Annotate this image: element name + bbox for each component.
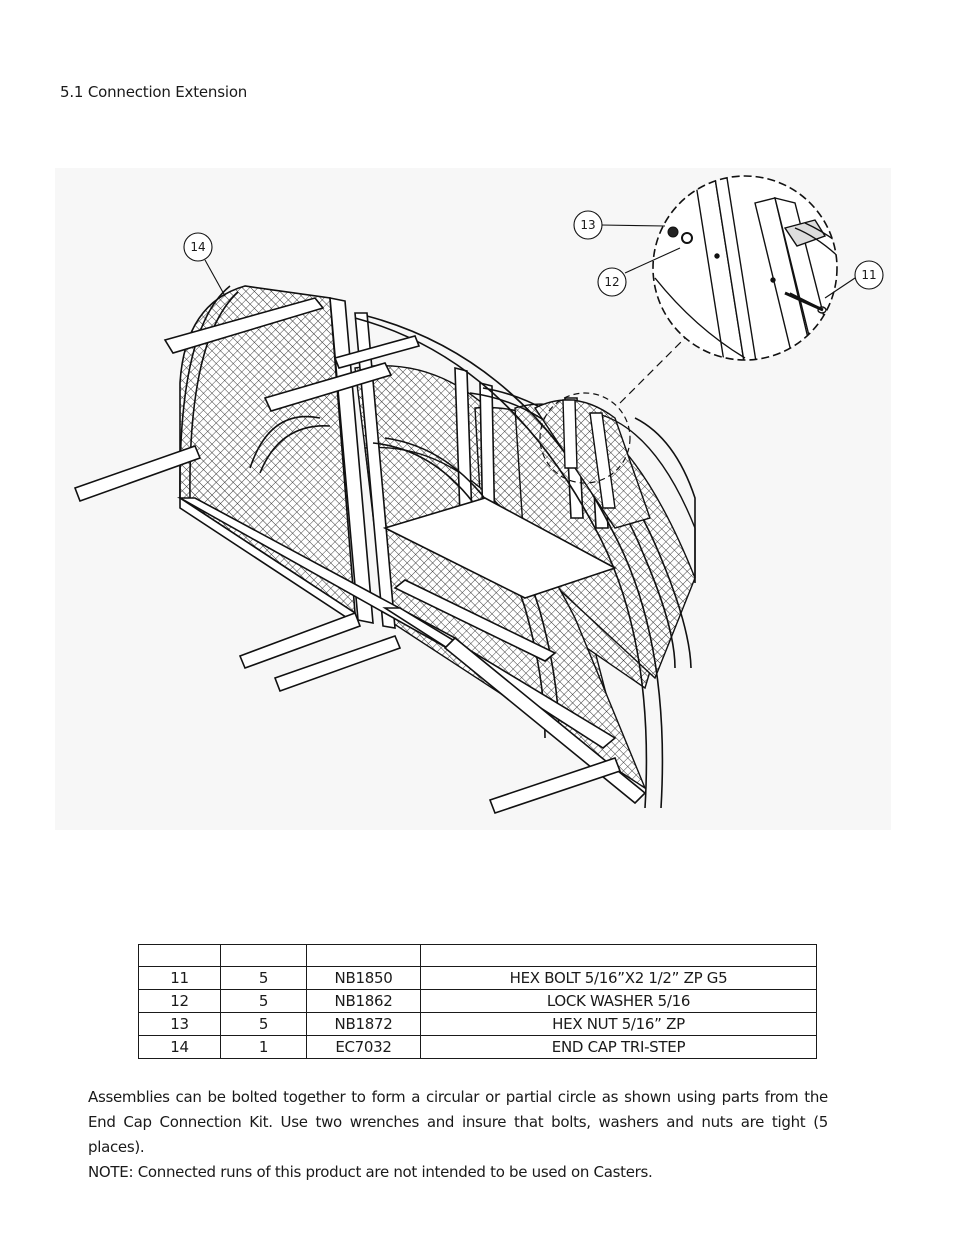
svg-text:14: 14 bbox=[190, 240, 205, 254]
parts-table: 11 5 NB1850 HEX BOLT 5/16”X2 1/2” ZP G5 … bbox=[138, 944, 817, 1059]
part-number-cell: NB1872 bbox=[306, 1012, 421, 1036]
detail-leader-line bbox=[619, 337, 686, 404]
note-paragraph: NOTE: Connected runs of this product are… bbox=[88, 1163, 653, 1181]
item-number-cell: 14 bbox=[138, 1035, 221, 1059]
callout-14: 14 bbox=[183, 232, 213, 262]
description-cell: END CAP TRI-STEP bbox=[420, 1035, 817, 1059]
item-number-cell: 13 bbox=[138, 1012, 221, 1036]
detail-view bbox=[652, 175, 838, 361]
quantity-cell: 5 bbox=[220, 1012, 307, 1036]
description-cell: HEX BOLT 5/16”X2 1/2” ZP G5 bbox=[420, 966, 817, 990]
svg-text:12: 12 bbox=[604, 275, 619, 289]
callout-11: 11 bbox=[854, 260, 884, 290]
header-cell bbox=[420, 944, 817, 967]
part-number-cell: NB1850 bbox=[306, 966, 421, 990]
table-row: 13 5 NB1872 HEX NUT 5/16” ZP bbox=[138, 1012, 817, 1036]
item-number-cell: 11 bbox=[138, 966, 221, 990]
header-cell bbox=[220, 944, 307, 967]
callout-13: 13 bbox=[573, 210, 603, 240]
part-number-cell: EC7032 bbox=[306, 1035, 421, 1059]
leader-14 bbox=[204, 259, 226, 297]
description-cell: HEX NUT 5/16” ZP bbox=[420, 1012, 817, 1036]
description-cell: LOCK WASHER 5/16 bbox=[420, 989, 817, 1013]
table-row: 11 5 NB1850 HEX BOLT 5/16”X2 1/2” ZP G5 bbox=[138, 966, 817, 990]
header-cell bbox=[138, 944, 221, 967]
svg-text:13: 13 bbox=[580, 218, 595, 232]
detail-marker-circle bbox=[539, 392, 631, 484]
header-cell bbox=[306, 944, 421, 967]
table-row: 12 5 NB1862 LOCK WASHER 5/16 bbox=[138, 989, 817, 1013]
svg-text:11: 11 bbox=[861, 268, 876, 282]
base-rails bbox=[176, 497, 647, 805]
bolt-icon bbox=[784, 291, 824, 312]
quantity-cell: 1 bbox=[220, 1035, 307, 1059]
end-cap-part-14 bbox=[179, 285, 356, 625]
washer-icon bbox=[681, 232, 693, 244]
assembly-paragraph: Assemblies can be bolted together to for… bbox=[88, 1088, 828, 1156]
quantity-cell: 5 bbox=[220, 966, 307, 990]
right-end-cap bbox=[533, 399, 696, 578]
part-number-cell: NB1862 bbox=[306, 989, 421, 1013]
crossbars bbox=[73, 297, 622, 815]
parts-table-header-row bbox=[138, 944, 817, 967]
callout-12: 12 bbox=[597, 267, 627, 297]
quantity-cell: 5 bbox=[220, 989, 307, 1013]
leader-11 bbox=[824, 277, 856, 299]
nut-icon bbox=[667, 226, 679, 238]
arc-frames bbox=[249, 315, 696, 809]
leader-12 bbox=[624, 247, 681, 274]
leader-13 bbox=[600, 224, 666, 227]
instructions-text: Assemblies can be bolted together to for… bbox=[88, 1085, 828, 1185]
table-row: 14 1 EC7032 END CAP TRI-STEP bbox=[138, 1035, 817, 1059]
item-number-cell: 12 bbox=[138, 989, 221, 1013]
assembly-drawing: 14 13 12 11 bbox=[55, 168, 891, 830]
section-title: 5.1 Connection Extension bbox=[60, 83, 248, 101]
